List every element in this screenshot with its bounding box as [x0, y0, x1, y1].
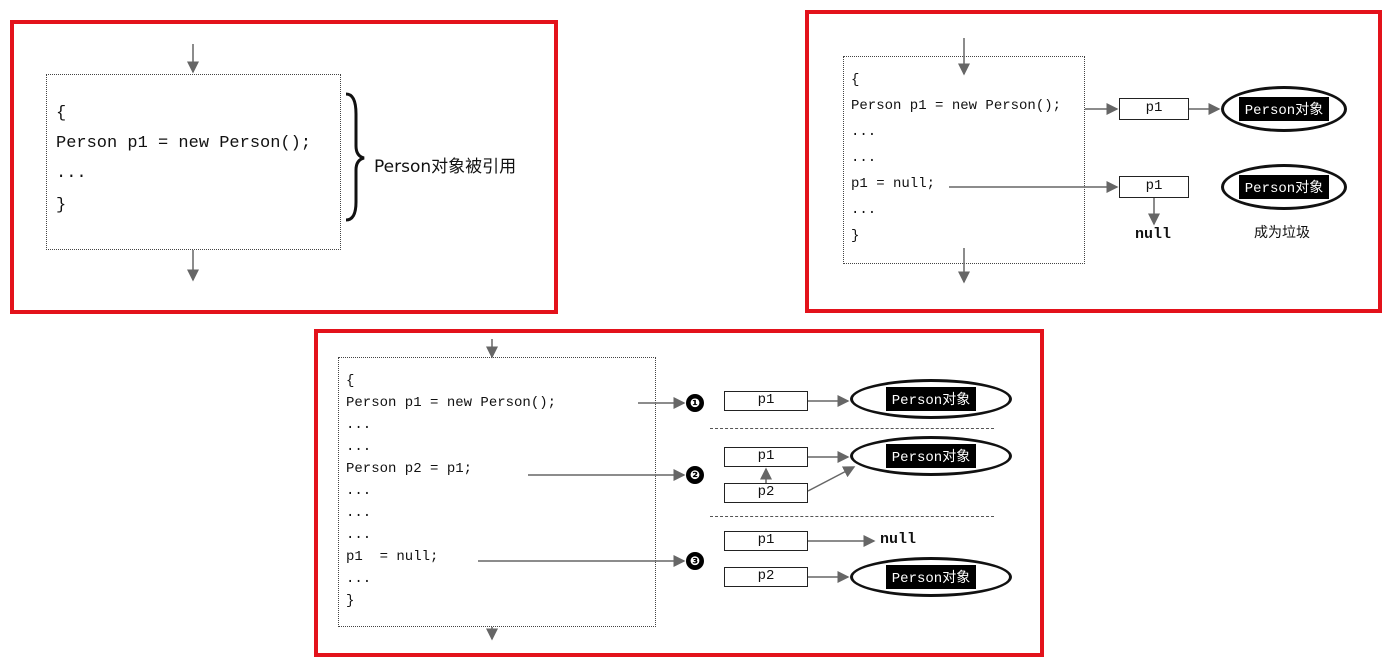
- object-label: Person对象: [885, 565, 977, 589]
- reference-p1: p1: [724, 531, 808, 551]
- garbage-label: 成为垃圾: [1254, 225, 1310, 241]
- code-line: ...: [56, 164, 87, 183]
- reference-p1: p1: [1119, 176, 1189, 198]
- code-block: [46, 74, 341, 250]
- code-line: p1 = null;: [346, 549, 439, 565]
- code-line: {: [56, 104, 67, 123]
- step-badge-2: ❷: [686, 466, 704, 484]
- brace-icon: [345, 92, 365, 222]
- divider: [710, 516, 994, 517]
- reference-p2: p2: [724, 483, 808, 503]
- object-label: Person对象: [1238, 175, 1330, 199]
- object-label: Person对象: [885, 387, 977, 411]
- reference-p1: p1: [1119, 98, 1189, 120]
- code-line: ...: [346, 483, 372, 499]
- person-object-garbage: Person对象: [1221, 164, 1347, 210]
- person-object: Person对象: [850, 436, 1012, 476]
- arrow-p2-to-object: [807, 466, 856, 492]
- annotation-label: Person对象被引用: [374, 157, 517, 177]
- panel-two-references: { Person p1 = new Person(); ... ... Pers…: [314, 329, 1044, 657]
- reference-p1: p1: [724, 447, 808, 467]
- code-line: {: [346, 373, 355, 389]
- divider: [710, 428, 994, 429]
- code-line: ...: [346, 417, 372, 433]
- reference-p2: p2: [724, 567, 808, 587]
- null-label: null: [1135, 226, 1172, 243]
- code-line: }: [851, 228, 860, 244]
- person-object: Person对象: [850, 379, 1012, 419]
- step-badge-3: ❸: [686, 552, 704, 570]
- code-line: }: [346, 593, 355, 609]
- code-line: p1 = null;: [851, 176, 936, 192]
- code-line: {: [851, 72, 860, 88]
- person-object: Person对象: [1221, 86, 1347, 132]
- reference-p1: p1: [724, 391, 808, 411]
- person-object: Person对象: [850, 557, 1012, 597]
- code-line: ...: [851, 150, 877, 166]
- code-line: Person p1 = new Person();: [851, 98, 1062, 114]
- code-line: }: [56, 196, 67, 215]
- code-line: Person p1 = new Person();: [346, 395, 557, 411]
- code-line: ...: [346, 505, 372, 521]
- panel-object-becomes-garbage: { Person p1 = new Person(); ... ... p1 =…: [805, 10, 1382, 313]
- null-label: null: [880, 531, 917, 548]
- code-block: [843, 56, 1085, 264]
- object-label: Person对象: [1238, 97, 1330, 121]
- code-line: ...: [346, 571, 372, 587]
- code-line: ...: [346, 527, 372, 543]
- panel-object-referenced: { Person p1 = new Person(); ... } Person…: [10, 20, 558, 314]
- code-line: ...: [851, 124, 877, 140]
- code-line: ...: [346, 439, 372, 455]
- object-label: Person对象: [885, 444, 977, 468]
- code-line: ...: [851, 202, 877, 218]
- code-line: Person p1 = new Person();: [56, 134, 312, 153]
- code-line: Person p2 = p1;: [346, 461, 473, 477]
- step-badge-1: ❶: [686, 394, 704, 412]
